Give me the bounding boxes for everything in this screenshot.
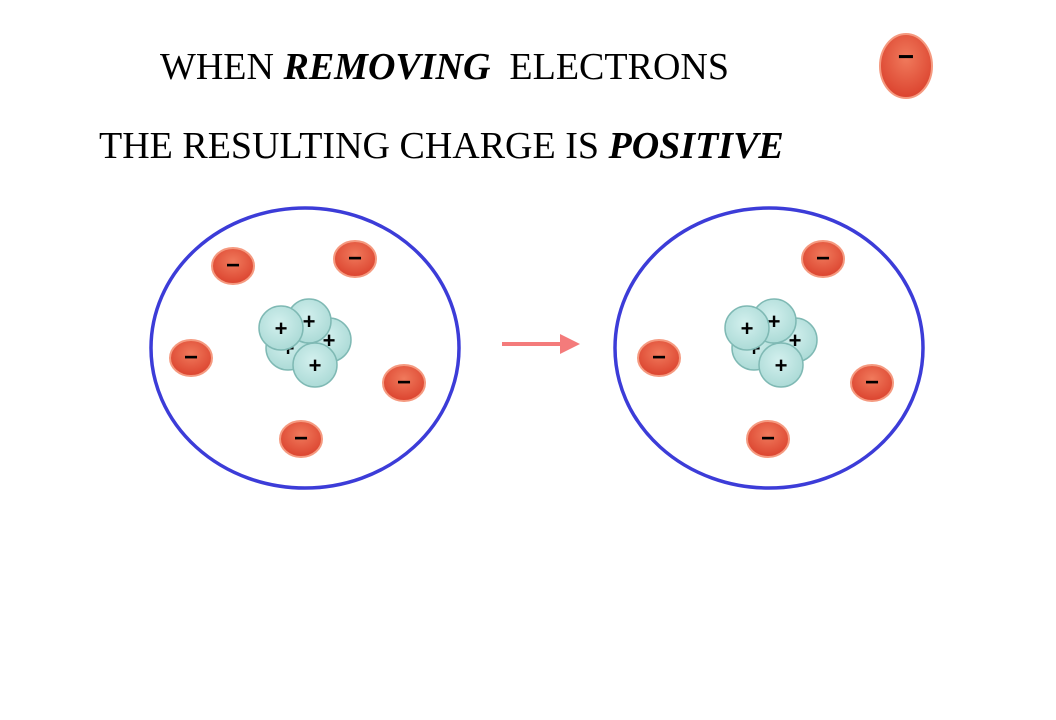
electron: − bbox=[169, 339, 213, 377]
atom-positive-ion: + + + + + − − bbox=[613, 206, 925, 490]
electron-sign: − bbox=[816, 245, 830, 272]
electron-sign: − bbox=[898, 41, 914, 72]
proton-sign: + bbox=[275, 316, 288, 341]
proton-body bbox=[258, 305, 304, 351]
title-line-2: THE RESULTING CHARGE IS POSITIVE bbox=[99, 127, 784, 165]
atom-outline bbox=[149, 206, 461, 490]
arrow-head bbox=[560, 334, 580, 354]
electron-sign: − bbox=[652, 344, 666, 371]
electron-sign: − bbox=[294, 425, 308, 452]
proton-sign: + bbox=[303, 309, 316, 334]
electron-sign: − bbox=[226, 252, 240, 279]
atom-outline bbox=[613, 206, 925, 490]
electron-sign: − bbox=[348, 245, 362, 272]
proton: + bbox=[258, 305, 304, 351]
title-line-2-prefix: THE RESULTING CHARGE IS bbox=[99, 125, 609, 167]
proton: + bbox=[758, 342, 804, 388]
title-line-1-prefix: WHEN bbox=[160, 46, 284, 88]
right-arrow-icon bbox=[502, 334, 580, 354]
electron-body bbox=[169, 339, 213, 377]
proton-sign: + bbox=[775, 353, 788, 378]
title-line-1: WHEN REMOVING ELECTRONS bbox=[160, 48, 729, 86]
electron-body bbox=[879, 33, 933, 99]
electron-body bbox=[637, 339, 681, 377]
electron-body bbox=[333, 240, 377, 278]
atom-neutral: + + + + + − − bbox=[149, 206, 461, 490]
electron: − bbox=[382, 364, 426, 402]
proton-body bbox=[724, 305, 770, 351]
proton-body bbox=[758, 342, 804, 388]
electron-sign: − bbox=[397, 369, 411, 396]
proton-sign: + bbox=[768, 309, 781, 334]
title-line-2-emphasis: POSITIVE bbox=[608, 125, 784, 167]
title-line-1-emphasis: REMOVING bbox=[283, 46, 491, 88]
electron-body bbox=[382, 364, 426, 402]
title-line-1-suffix: ELECTRONS bbox=[490, 46, 729, 88]
electron: − bbox=[333, 240, 377, 278]
electron: − bbox=[637, 339, 681, 377]
proton: + bbox=[292, 342, 338, 388]
electron: − bbox=[279, 420, 323, 458]
proton: + bbox=[724, 305, 770, 351]
electron-sign: − bbox=[865, 369, 879, 396]
electron-body bbox=[850, 364, 894, 402]
electron: − bbox=[211, 247, 255, 285]
nucleus: + + + + + bbox=[724, 298, 818, 388]
electron-body bbox=[211, 247, 255, 285]
electron-sign: − bbox=[184, 344, 198, 371]
proton-sign: + bbox=[309, 353, 322, 378]
removed-electron: − bbox=[879, 33, 933, 99]
electron: − bbox=[850, 364, 894, 402]
electron-body bbox=[746, 420, 790, 458]
electron: − bbox=[746, 420, 790, 458]
electron-body bbox=[279, 420, 323, 458]
electron-sign: − bbox=[761, 425, 775, 452]
nucleus: + + + + + bbox=[258, 298, 352, 388]
electron: − bbox=[801, 240, 845, 278]
proton-body bbox=[292, 342, 338, 388]
electron-body bbox=[801, 240, 845, 278]
proton-sign: + bbox=[741, 316, 754, 341]
